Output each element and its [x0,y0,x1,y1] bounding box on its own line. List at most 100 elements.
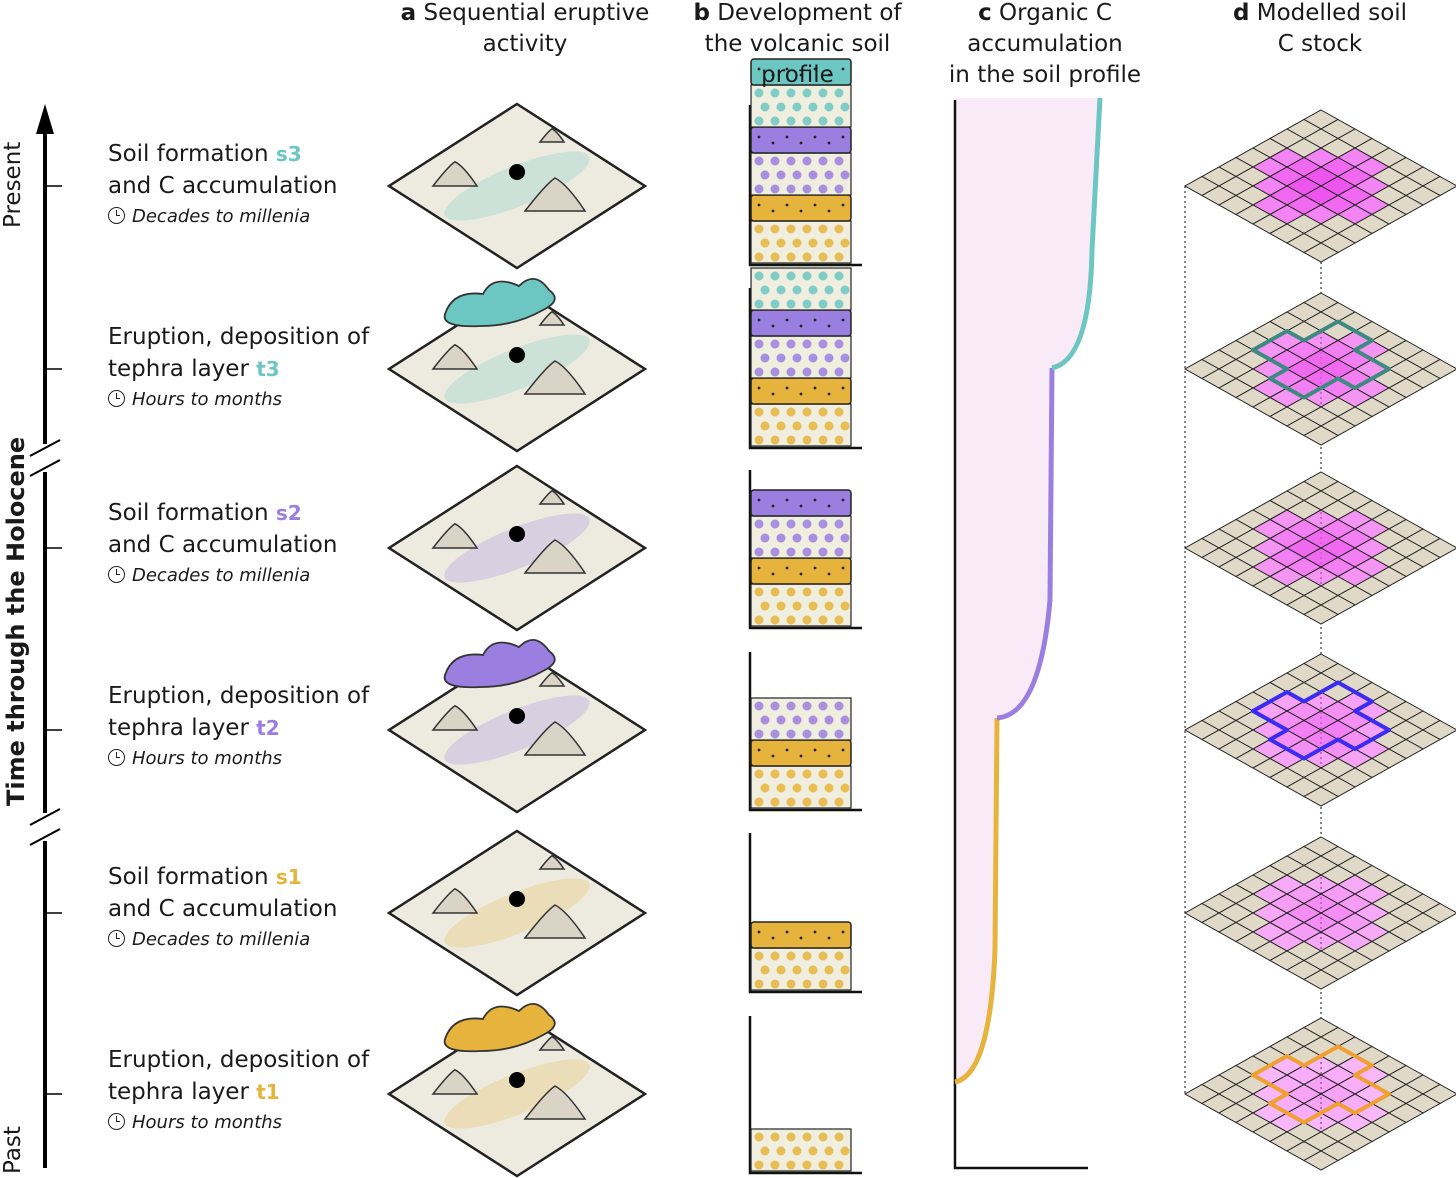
volcano-hill [431,522,479,549]
tephra-speck [771,936,775,940]
curve-segment-yellow [954,717,1000,1085]
soil-pebble [786,407,796,417]
soil-pebble [792,783,802,793]
volcano-hill [523,360,587,395]
carbon-stock-grid [1183,471,1456,625]
curve-axes [953,100,1088,1170]
soil-pebble [840,965,850,975]
stock-cell [1302,425,1340,446]
volcano-hill [538,671,566,687]
tephra-speck [757,930,761,934]
soil-pebble [770,1132,780,1142]
soil-pebble [770,116,780,126]
tephra-layer [750,309,852,337]
soil-pebble [818,367,828,377]
tephra-speck [799,73,803,77]
tephra-speck [813,67,817,71]
soil-pebble [818,1160,828,1170]
soil-pebble [808,715,818,725]
soil-pebble [802,951,812,961]
volcano-hill [538,1035,566,1051]
soil-pebble [770,769,780,779]
landscape-tile [386,102,648,270]
soil-pebble [818,224,828,234]
soil-pebble [834,951,844,961]
soil-pebble [776,965,786,975]
soil-pebble [792,965,802,975]
soil-pebble [824,965,834,975]
new-deposit-outline [1251,319,1391,400]
carbon-stock-grid [1183,653,1456,807]
soil-pebble [824,421,834,431]
soil-pebble [808,353,818,363]
soil-pebble [834,519,844,529]
soil-pebble [754,979,764,989]
column-b-heading: b Development of the volcanic soil profi… [693,0,902,88]
soil-pebble [754,701,764,711]
tephra-speck [771,73,775,77]
tephra-speck [785,67,789,71]
soil-pebble [818,1132,828,1142]
tephra-plume-shadow [444,151,590,221]
soil-pebble [770,951,780,961]
tephra-speck [813,566,817,570]
soil-pebble [834,252,844,262]
soil-pebble [802,184,812,194]
soil-pebble [802,156,812,166]
soil-pebble [770,979,780,989]
volcano-hill [431,1068,479,1095]
volcano-hill [538,310,566,326]
soil-pebble [754,1160,764,1170]
tephra-speck [785,566,789,570]
tephra-speck [799,324,803,328]
eruption-cloud [443,1003,556,1053]
soil-pebble [786,367,796,377]
soil-pebble [824,238,834,248]
soil-pebble [792,715,802,725]
volcano-hill [431,160,479,187]
soil-pebble [818,951,828,961]
tephra-layer [750,126,852,154]
soil-pebble [808,601,818,611]
tephra-speck [827,572,831,576]
soil-pebble [834,701,844,711]
tephra-speck [813,318,817,322]
axis-break-mark [29,808,61,826]
soil-pebble [754,224,764,234]
stock-cell [1302,786,1340,807]
soil-pebble [802,1132,812,1142]
soil-pebble [786,339,796,349]
volcano-hill [523,539,587,574]
landscape-ground [386,102,648,270]
soil-pebble [792,238,802,248]
soil-pebble [834,615,844,625]
soil-pebble [760,353,770,363]
soil-pebble [818,271,828,281]
soil-pebble [802,1160,812,1170]
tephra-speck [841,135,845,139]
tephra-speck [813,386,817,390]
tephra-plume-shadow [444,1059,590,1129]
soil-pebble [754,339,764,349]
soil-pebble [808,783,818,793]
tephra-speck [771,392,775,396]
soil-pebble [808,170,818,180]
soil-pebble [808,421,818,431]
soil-pebble [834,769,844,779]
site-marker [509,164,525,180]
soil-pebble [802,271,812,281]
tephra-speck [827,392,831,396]
soil-pebble [760,601,770,611]
soil-pebble [824,601,834,611]
tephra-speck [785,203,789,207]
stock-cell [1302,1150,1340,1171]
soil-pebble [824,783,834,793]
soil-pebble [802,587,812,597]
soil-pebble [834,407,844,417]
carbon-stock-grid [1183,836,1456,990]
soil-pebble [786,951,796,961]
soil-pebble [818,769,828,779]
clock-icon [108,930,125,947]
soil-pebble [824,353,834,363]
soil-pebble [834,116,844,126]
